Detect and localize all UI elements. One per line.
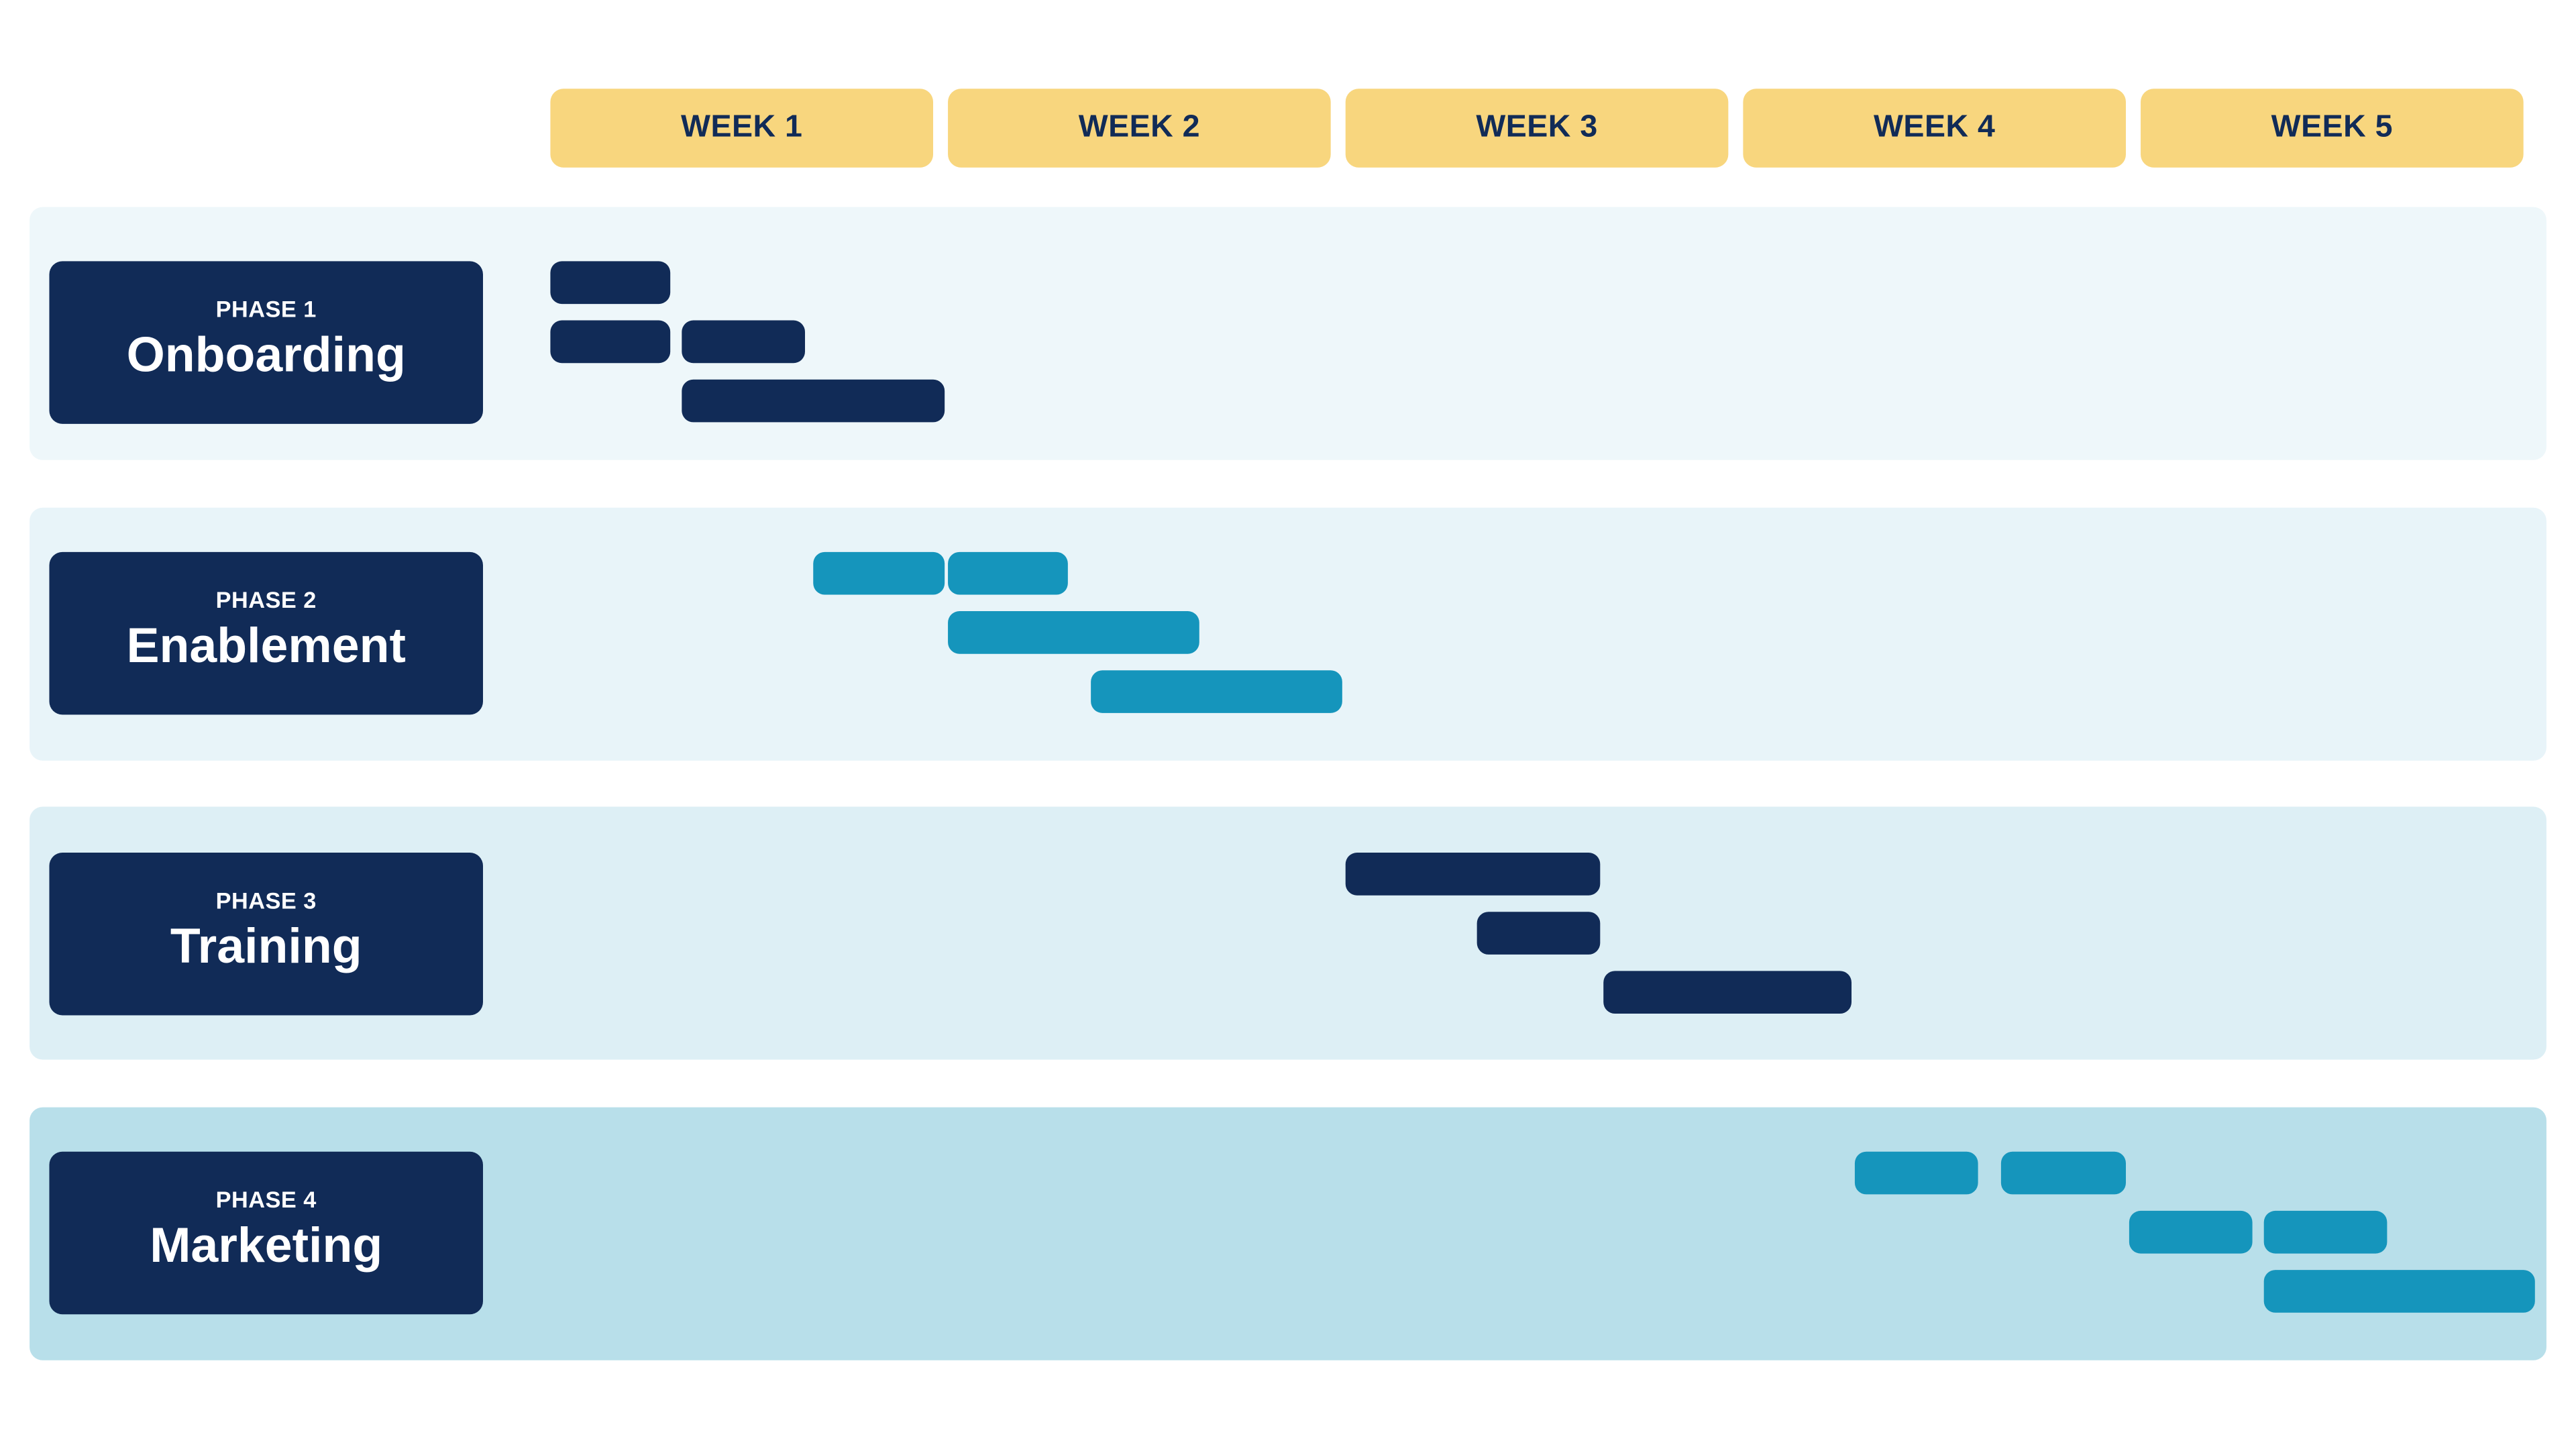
task-bar xyxy=(681,320,806,364)
phase-label-2: PHASE 2 Enablement xyxy=(49,551,484,715)
week-header-4: WEEK 4 xyxy=(1743,89,2127,168)
phase-name: Enablement xyxy=(126,619,406,673)
week-header-1: WEEK 1 xyxy=(550,89,934,168)
task-bar xyxy=(1345,853,1601,896)
task-bar xyxy=(1854,1151,1979,1195)
task-bar xyxy=(2129,1210,2253,1254)
phase-number: PHASE 1 xyxy=(215,294,317,321)
task-bar xyxy=(948,551,1068,595)
task-bar xyxy=(1091,670,1342,713)
phase-number: PHASE 4 xyxy=(215,1185,317,1212)
phase-number: PHASE 3 xyxy=(215,886,317,913)
task-bar xyxy=(550,261,671,305)
task-bar xyxy=(812,551,945,595)
task-bar xyxy=(2263,1270,2535,1313)
phase-name: Training xyxy=(170,919,362,974)
phase-label-1: PHASE 1 Onboarding xyxy=(49,261,484,424)
week-header-3: WEEK 3 xyxy=(1345,89,1729,168)
task-bar xyxy=(550,320,671,364)
week-header-5: WEEK 5 xyxy=(2141,89,2524,168)
task-bar xyxy=(2001,1151,2126,1195)
phase-name: Onboarding xyxy=(126,327,406,382)
task-bar xyxy=(1603,971,1851,1014)
week-header-2: WEEK 2 xyxy=(948,89,1331,168)
phase-label-4: PHASE 4 Marketing xyxy=(49,1151,484,1315)
phase-label-3: PHASE 3 Training xyxy=(49,853,484,1016)
phase-number: PHASE 2 xyxy=(215,586,317,612)
task-bar xyxy=(1477,912,1601,955)
task-bar xyxy=(681,379,945,423)
task-bar xyxy=(948,611,1199,654)
phase-name: Marketing xyxy=(150,1218,383,1273)
task-bar xyxy=(2263,1210,2388,1254)
